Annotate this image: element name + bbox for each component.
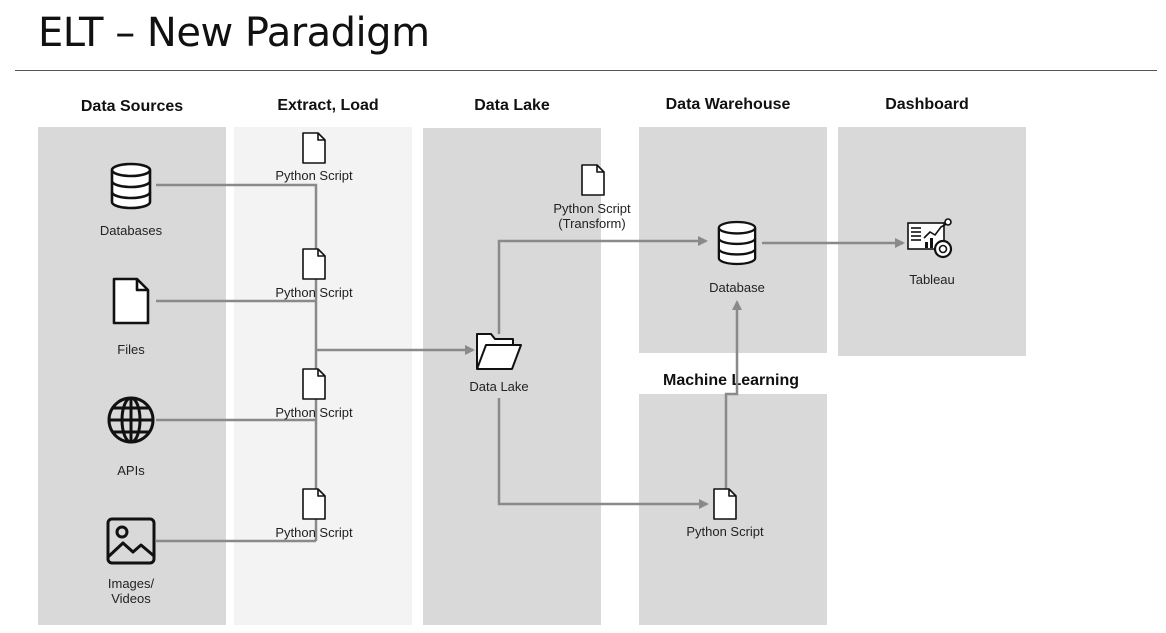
heading-data-lake: Data Lake (474, 97, 550, 114)
label-database: Database (709, 280, 765, 295)
page-title: ELT – New Paradigm (38, 10, 430, 56)
heading-extract-load: Extract, Load (277, 97, 379, 114)
label-data-lake: Data Lake (469, 379, 529, 394)
label-script-4: Python Script (275, 525, 353, 540)
heading-data-warehouse: Data Warehouse (665, 96, 791, 113)
heading-machine-learning: Machine Learning (662, 372, 800, 389)
label-files: Files (117, 342, 145, 357)
label-databases: Databases (99, 223, 163, 238)
connector-databases (156, 183, 318, 541)
label-script-3: Python Script (275, 405, 353, 420)
connector-ml-to-warehouse (724, 300, 742, 490)
heading-data-sources: Data Sources (80, 98, 184, 115)
title-divider (15, 70, 1157, 71)
connector-lake-to-warehouse (497, 236, 708, 334)
panel-data-lake (423, 128, 601, 625)
label-script-2: Python Script (275, 285, 353, 300)
label-ml-script: Python Script (686, 524, 764, 539)
label-script-1: Python Script (275, 168, 353, 183)
label-transform-script: Python Script (Transform) (553, 201, 631, 231)
label-tableau: Tableau (909, 272, 955, 287)
connector-lake-to-ml (497, 398, 709, 509)
heading-dashboard: Dashboard (885, 96, 969, 113)
label-apis: APIs (117, 463, 145, 478)
label-images-videos: Images/ Videos (107, 576, 155, 606)
